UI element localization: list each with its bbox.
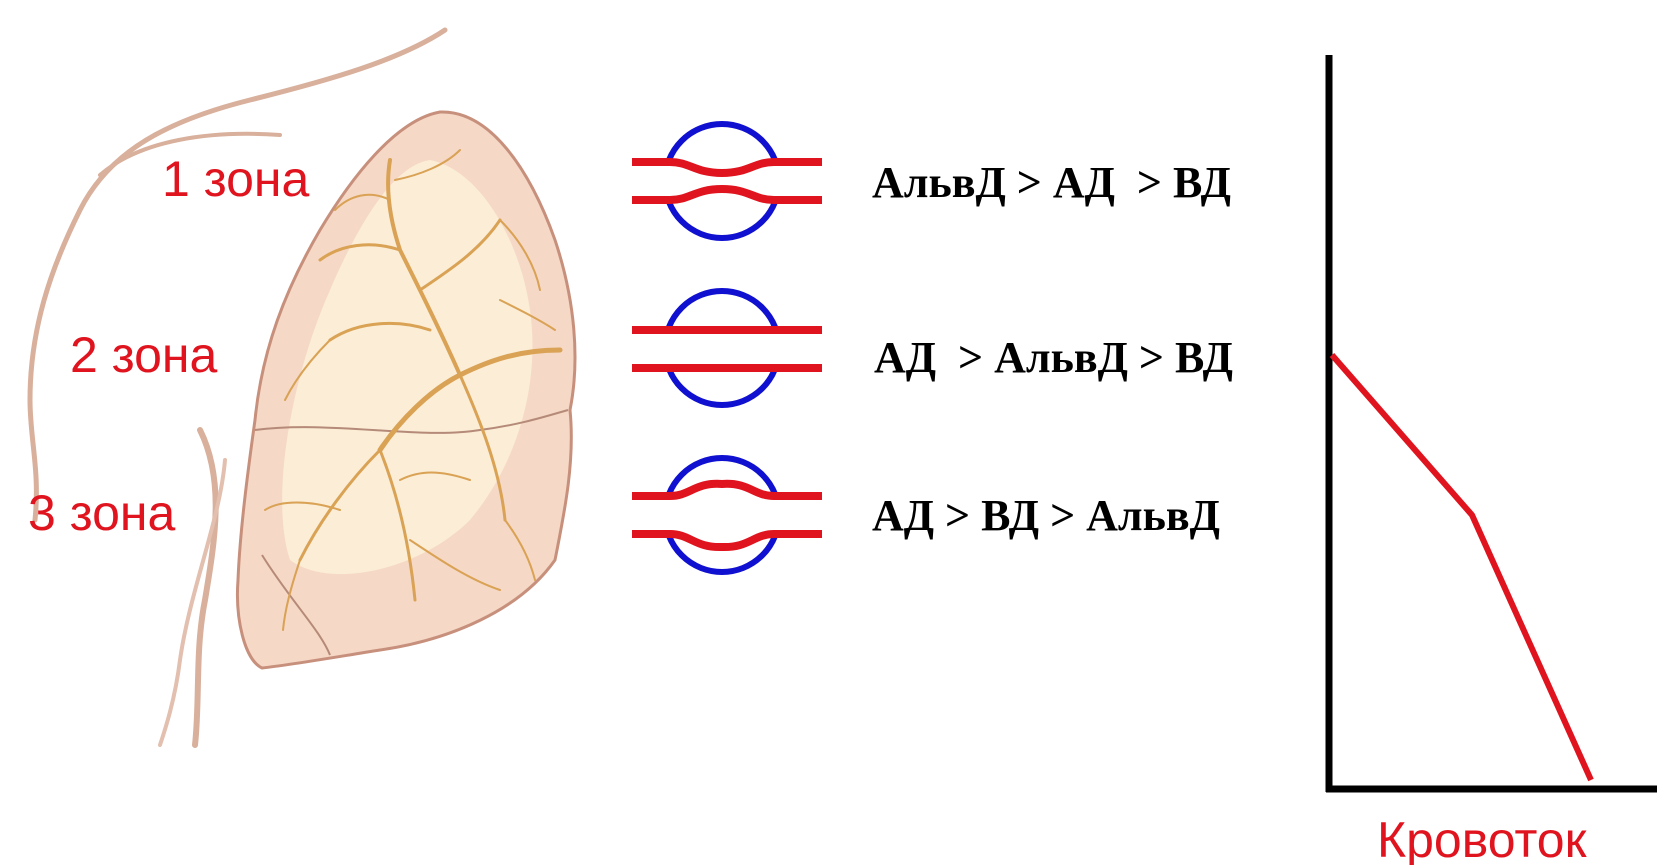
zone-label-1: 1 зона [162, 151, 309, 207]
zone-label-2: 2 зона [70, 327, 217, 383]
zone3-capillary-icon [632, 458, 822, 572]
zone3-pressure-relation: АД > ВД > АльвД [872, 491, 1220, 540]
blood-flow-line [1332, 355, 1591, 780]
lung-illustration-icon [30, 30, 575, 745]
zone-label-3: 3 зона [28, 485, 175, 541]
spine-contour [195, 430, 216, 745]
zone1-pressure-relation: АльвД > АД > ВД [872, 158, 1231, 207]
zone1-capillary-icon [632, 124, 822, 238]
zone2-pressure-relation: АД > АльвД > ВД [874, 333, 1233, 382]
blood-flow-graph: Кровоток [1326, 55, 1657, 865]
zone2-capillary-icon [632, 291, 822, 405]
graph-x-axis-label: Кровоток [1377, 812, 1588, 865]
